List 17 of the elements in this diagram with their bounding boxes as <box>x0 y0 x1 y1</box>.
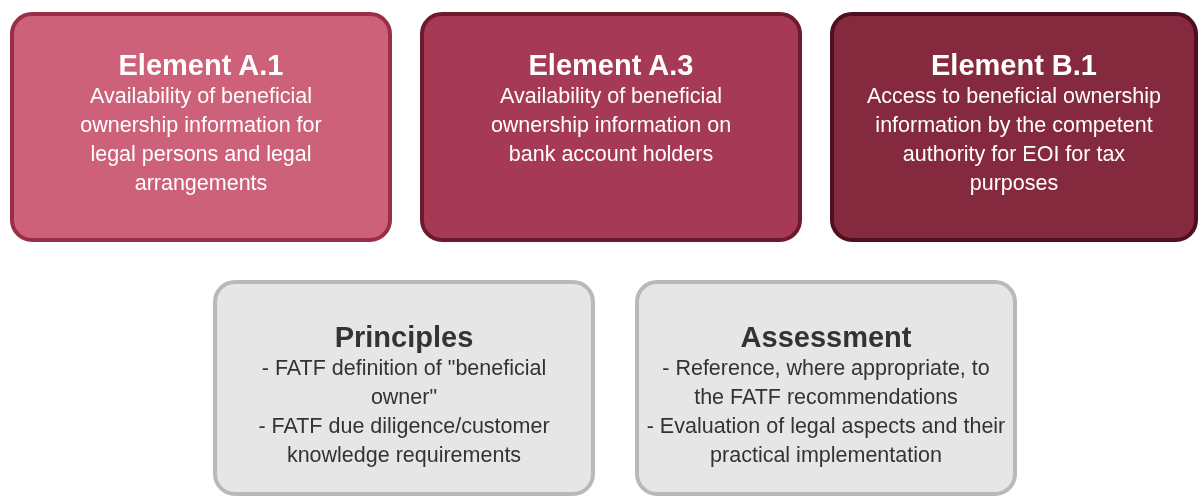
card-text: Availability of beneficial ownership information for legal persons and legal arrangements <box>79 83 323 197</box>
card-heading: Assessment <box>740 320 912 354</box>
card-text: - FATF definition of "beneficial owner" <box>260 355 548 411</box>
element-card <box>213 280 595 496</box>
card-text: Availability of beneficial ownership information on bank account holders <box>489 83 733 168</box>
card-text: - Reference, where appropriate, to the FATF recommendations <box>661 355 991 411</box>
element-card <box>830 12 1198 242</box>
card-heading: Element B.1 <box>931 48 1097 82</box>
card-text: Access to beneficial ownership information by the competent authority for EOI for tax purposes <box>866 83 1162 197</box>
element-card <box>10 12 392 242</box>
card-text: - Evaluation of legal aspects and their practical implementation <box>646 413 1006 469</box>
card-heading: Principles <box>334 320 474 354</box>
element-card <box>420 12 802 242</box>
card-heading: Element A.3 <box>528 48 694 82</box>
card-text: - FATF due diligence/customer knowledge requirements <box>257 413 551 469</box>
element-card <box>635 280 1017 496</box>
card-heading: Element A.1 <box>118 48 284 82</box>
